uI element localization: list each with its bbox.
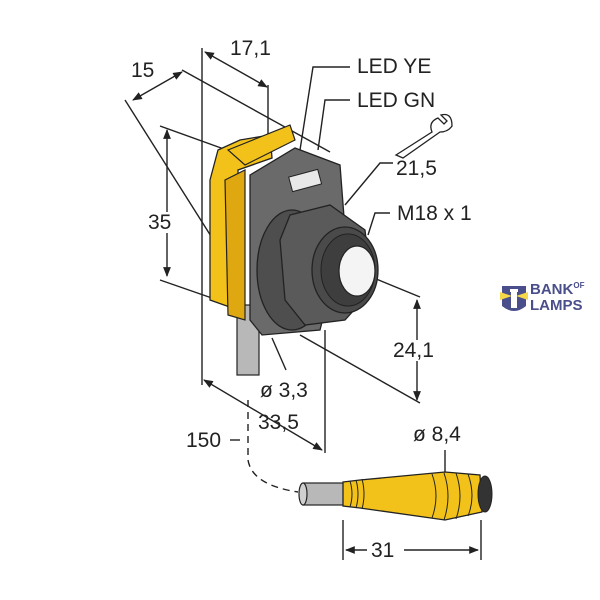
- wrench-size: 21,5: [396, 157, 437, 180]
- connector-diameter: ø 8,4: [413, 423, 461, 446]
- connector-length: 31: [371, 539, 395, 562]
- thread-size: M18 x 1: [397, 202, 472, 225]
- dim-17-1: 17,1: [230, 37, 271, 60]
- logo-word-of: OF: [573, 281, 585, 290]
- cable-diameter: ø 3,3: [260, 379, 308, 402]
- logo-word-lamps: LAMPS: [530, 297, 583, 314]
- label-led-gn: LED GN: [357, 89, 436, 112]
- wrench-icon: [394, 113, 453, 159]
- cable-length: 150: [186, 429, 222, 452]
- bank-of-lamps-logo: BANKOF LAMPS: [500, 282, 600, 318]
- dim-35: 35: [148, 211, 172, 234]
- logo-word-bank: BANK: [530, 281, 574, 298]
- sensor-body: [209, 124, 379, 376]
- label-led-ye: LED YE: [357, 55, 432, 78]
- dim-24-1: 24,1: [393, 339, 434, 362]
- lighthouse-icon: [500, 286, 528, 311]
- dim-15: 15: [131, 59, 155, 82]
- dim-33-5: 33,5: [258, 411, 299, 434]
- m8-connector: [298, 471, 493, 521]
